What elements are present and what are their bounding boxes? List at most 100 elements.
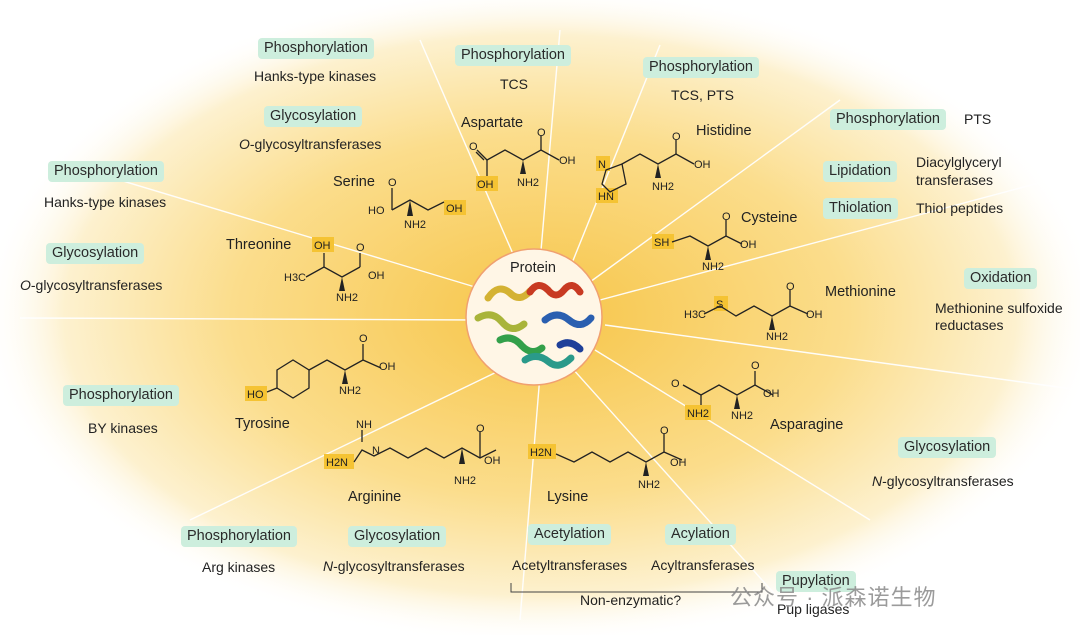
svg-text:OH: OH (694, 159, 711, 171)
svg-text:O: O (537, 127, 546, 139)
asparagine-name: Asparagine (770, 417, 844, 433)
histidine-name: Histidine (696, 123, 752, 139)
thiolation-enzyme: Thiol peptides (916, 200, 1004, 216)
svg-text:O: O (722, 211, 731, 223)
serine-phosphorylation-enzyme: Hanks-type kinases (254, 68, 377, 84)
svg-text:OH: OH (806, 309, 823, 321)
svg-text:O: O (388, 177, 397, 189)
cysteine-structure: SH O OH NH2 (652, 211, 757, 273)
svg-text:HN: HN (598, 191, 614, 203)
svg-text:OH: OH (484, 455, 501, 467)
pupylation-badge: Pupylation (776, 571, 856, 592)
tyrosine-structure: HO O OH NH2 (245, 333, 396, 401)
svg-text:NH2: NH2 (336, 292, 358, 304)
svg-text:O: O (786, 281, 795, 293)
threonine-phosphorylation-enzyme: Hanks-type kinases (44, 194, 167, 210)
serine-glycosylation-badge: Glycosylation (264, 106, 363, 127)
methionine-name: Methionine (825, 284, 896, 300)
svg-text:OH: OH (559, 155, 576, 167)
svg-text:NH2: NH2 (454, 475, 476, 487)
lysine-structure: H2N O OH NH2 (528, 425, 687, 491)
pts-phosphorylation-badge: Phosphorylation (830, 109, 946, 130)
svg-text:O: O (660, 425, 669, 437)
acetylation-badge: Acetylation (528, 524, 611, 545)
methionine-methyl: H3C (684, 309, 706, 321)
asparagine-glycosylation-badge: Glycosylation (898, 437, 997, 458)
arginine-glycosylation-badge: Glycosylation (348, 526, 447, 547)
protein-label: Protein (510, 260, 556, 276)
oxidation-badge: Oxidation (964, 268, 1038, 289)
svg-text:NH2: NH2 (731, 410, 753, 422)
non-enzymatic-label: Non-enzymatic? (580, 592, 682, 608)
serine-structure: O HO OH NH2 (368, 177, 466, 231)
svg-text:NH2: NH2 (638, 479, 660, 491)
threonine-name: Threonine (226, 237, 292, 253)
oxidation-enzyme-line1: Methionine sulfoxide (935, 300, 1063, 316)
threonine-glycosylation-badge: Glycosylation (46, 243, 145, 264)
pupylation-enzyme: Pup ligases (777, 601, 850, 617)
svg-text:O: O (359, 333, 368, 345)
svg-text:O: O (476, 423, 485, 435)
aspartate-phosphorylation-badge: Phosphorylation (455, 45, 571, 66)
methionine-structure: S O OH NH2 (703, 281, 823, 343)
svg-text:O: O (751, 360, 760, 372)
histidine-phosphorylation-badge: Phosphorylation (643, 57, 759, 78)
svg-text:OH: OH (477, 179, 494, 191)
svg-text:NH2: NH2 (339, 385, 361, 397)
pts-phosphorylation-enzyme: PTS (964, 111, 992, 127)
acetylation-enzyme: Acetyltransferases (512, 557, 628, 573)
svg-text:H2N: H2N (530, 447, 552, 459)
svg-text:O: O (469, 141, 478, 153)
svg-text:H2N: H2N (326, 457, 348, 469)
svg-text:NH2: NH2 (687, 408, 709, 420)
svg-text:N: N (598, 159, 606, 171)
svg-text:S: S (716, 299, 723, 311)
svg-text:OH: OH (763, 388, 780, 400)
asparagine-glycosylation-enzyme: N-glycosyltransferases (872, 473, 1014, 489)
thiolation-badge: Thiolation (823, 198, 898, 219)
serine-glycosylation-enzyme: O-glycosyltransferases (239, 136, 382, 152)
svg-text:NH2: NH2 (702, 261, 724, 273)
svg-text:O: O (672, 131, 681, 143)
aspartate-phosphorylation-enzyme: TCS (500, 76, 528, 92)
svg-text:NH2: NH2 (652, 181, 674, 193)
svg-text:SH: SH (654, 237, 669, 249)
lysine-name: Lysine (547, 489, 589, 505)
protein-ribbon-icon (474, 282, 595, 369)
histidine-phosphorylation-enzyme: TCS, PTS (671, 87, 735, 103)
svg-text:OH: OH (314, 240, 331, 252)
svg-text:OH: OH (740, 239, 757, 251)
svg-text:H3C: H3C (284, 272, 306, 284)
svg-text:OH: OH (670, 457, 687, 469)
non-enzymatic-bracket (510, 583, 763, 593)
serine-name: Serine (333, 174, 375, 190)
lipidation-enzyme-line1: Diacylglyceryl (916, 154, 1002, 170)
lipidation-enzyme-line2: transferases (916, 172, 994, 188)
svg-text:OH: OH (446, 203, 463, 215)
serine-phosphorylation-badge: Phosphorylation (258, 38, 374, 59)
acylation-enzyme: Acyltransferases (651, 557, 755, 573)
acylation-badge: Acylation (665, 524, 736, 545)
arginine-structure: NH H2N N O OH NH2 (324, 419, 501, 487)
aspartate-name: Aspartate (461, 115, 524, 131)
asparagine-structure: O NH2 O OH NH2 (671, 360, 780, 422)
arginine-name: Arginine (348, 489, 402, 505)
threonine-structure: OH H3C O OH NH2 (284, 237, 385, 304)
watermark: 公众号 · 派森诺生物 (730, 585, 937, 610)
svg-text:NH2: NH2 (404, 219, 426, 231)
arginine-phosphorylation-badge: Phosphorylation (181, 526, 297, 547)
lipidation-badge: Lipidation (823, 161, 898, 182)
arginine-glycosylation-enzyme: N-glycosyltransferases (323, 558, 465, 574)
svg-text:NH2: NH2 (766, 331, 788, 343)
tyrosine-phosphorylation-badge: Phosphorylation (63, 385, 179, 406)
cysteine-name: Cysteine (741, 210, 798, 226)
svg-text:NH2: NH2 (517, 177, 539, 189)
oxidation-enzyme-line2: reductases (935, 317, 1004, 333)
svg-text:NH: NH (356, 419, 372, 431)
svg-text:O: O (356, 242, 365, 254)
svg-text:HO: HO (247, 389, 264, 401)
svg-text:OH: OH (368, 270, 385, 282)
svg-text:O: O (671, 378, 680, 390)
